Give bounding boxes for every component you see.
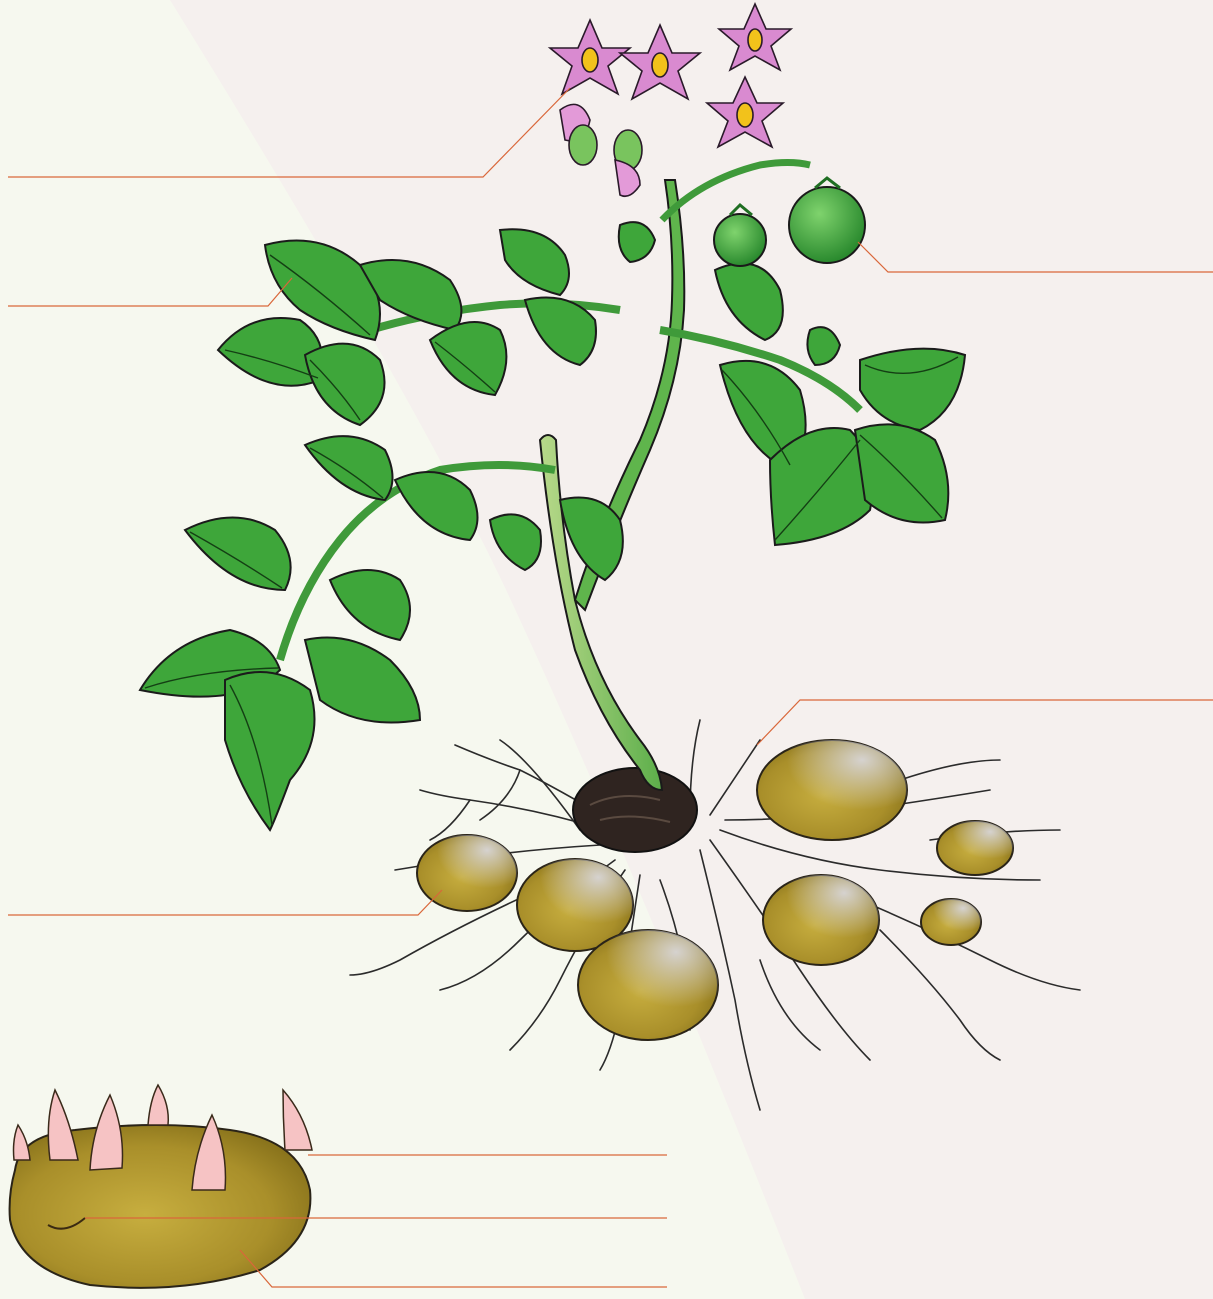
sprout: [48, 1090, 78, 1160]
sprout: [148, 1085, 168, 1125]
leaf: [395, 472, 478, 540]
flower-bud: [569, 125, 597, 165]
leaf: [490, 514, 541, 570]
berry: [789, 187, 865, 263]
leaf: [185, 518, 291, 591]
leader-line-tubers: [8, 890, 442, 915]
leader-line-skin: [240, 1250, 667, 1287]
flower: [550, 20, 630, 94]
leaf: [305, 344, 385, 425]
leaf: [807, 327, 840, 365]
flower: [620, 25, 700, 99]
leader-line-berries: [858, 242, 1213, 272]
leader-line-roots: [757, 700, 1213, 745]
leaf: [715, 263, 783, 340]
tubers: [417, 740, 1013, 1040]
berries: [714, 178, 865, 266]
tuber: [578, 930, 718, 1040]
tuber: [921, 899, 981, 945]
leaf: [430, 322, 506, 395]
flower: [719, 4, 791, 70]
tuber: [763, 875, 879, 965]
leaf: [330, 570, 410, 640]
sprout: [14, 1125, 31, 1160]
seed-tuber: [573, 768, 697, 852]
flower: [707, 77, 783, 147]
leader-line-flowers: [8, 88, 570, 177]
leaf: [860, 349, 965, 430]
leader-line-leaves: [8, 278, 292, 306]
sprouting-tuber: [10, 1085, 312, 1288]
berry: [714, 214, 766, 266]
tuber: [937, 821, 1013, 875]
sprout: [283, 1090, 312, 1150]
leaf: [619, 222, 655, 262]
leaf: [500, 229, 569, 295]
leaf: [305, 638, 420, 723]
leaf: [305, 436, 393, 500]
tuber: [757, 740, 907, 840]
